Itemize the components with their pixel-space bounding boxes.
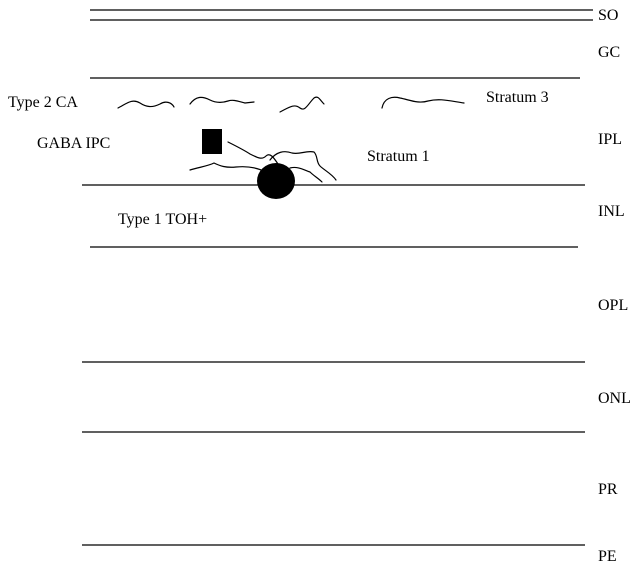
- gaba-ipc-label: GABA IPC: [37, 135, 110, 152]
- stratum1-label: Stratum 1: [367, 148, 430, 165]
- layer-label-so: SO: [598, 7, 618, 24]
- layer-label-pr: PR: [598, 481, 618, 498]
- stratum1-process-upper: [227, 141, 279, 165]
- stratum3-label: Stratum 3: [486, 89, 549, 106]
- gaba-ipc-soma: [202, 129, 222, 154]
- type2-ca-process-2: [189, 96, 255, 105]
- layer-label-pe: PE: [598, 548, 617, 565]
- type2-ca-process-1: [117, 100, 175, 109]
- type1-toh-label: Type 1 TOH+: [118, 211, 207, 228]
- layer-label-gc: GC: [598, 44, 620, 61]
- stratum1-process-left: [189, 162, 267, 173]
- type2-ca-label: Type 2 CA: [8, 94, 78, 111]
- layer-label-opl: OPL: [598, 297, 628, 314]
- stratum1-process-right: [269, 150, 337, 181]
- type2-ca-process-3: [279, 96, 325, 113]
- layer-label-inl: INL: [598, 203, 625, 220]
- layer-label-onl: ONL: [598, 390, 631, 407]
- layer-label-ipl: IPL: [598, 131, 622, 148]
- type1-toh-soma: [257, 163, 295, 199]
- type2-ca-process-4: [381, 96, 465, 109]
- stratum1-process-lower: [289, 166, 323, 183]
